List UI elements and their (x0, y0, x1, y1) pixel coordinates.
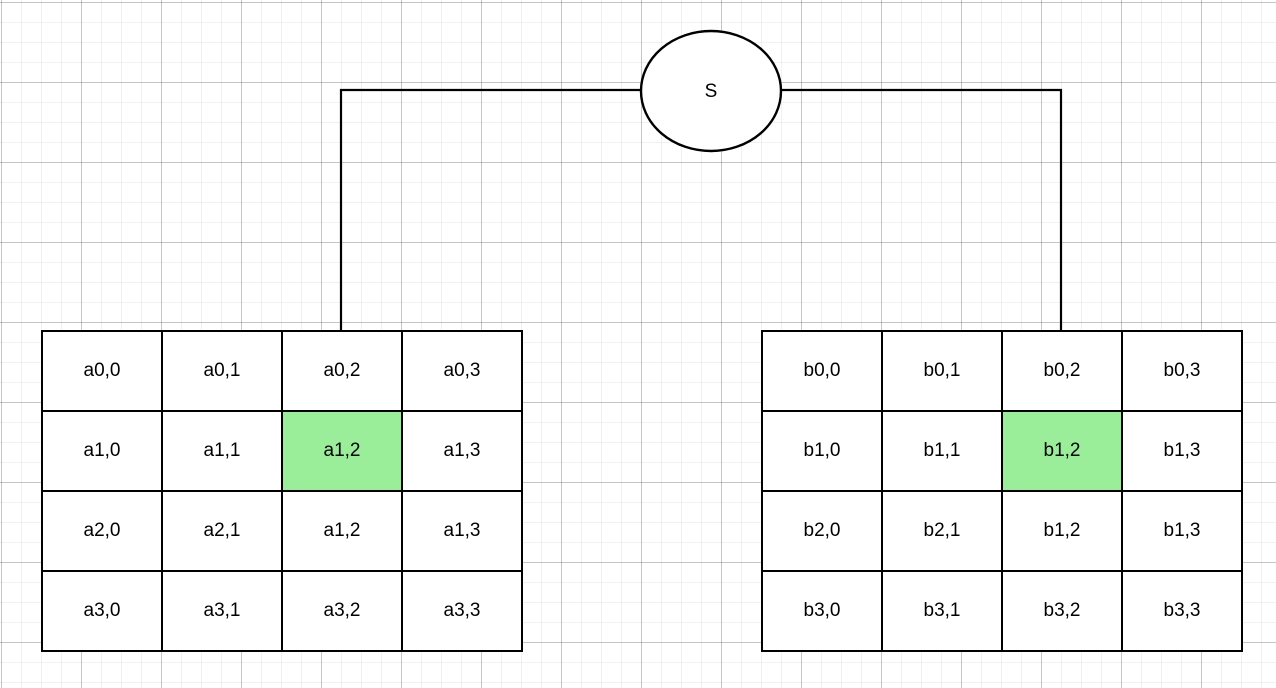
cell-b3-0[interactable]: b3,0 (761, 570, 883, 652)
table-row: b1,0 b1,1 b1,2 b1,3 (761, 410, 1243, 492)
cell-b1-0[interactable]: b1,0 (761, 410, 883, 492)
cell-a0-3[interactable]: a0,3 (401, 330, 523, 412)
cell-a3-0[interactable]: a3,0 (41, 570, 163, 652)
table-row: a2,0 a2,1 a1,2 a1,3 (41, 490, 523, 572)
cell-a2-3[interactable]: a1,3 (401, 490, 523, 572)
table-row: a1,0 a1,1 a1,2 a1,3 (41, 410, 523, 492)
cell-b1-1[interactable]: b1,1 (881, 410, 1003, 492)
cell-a3-3[interactable]: a3,3 (401, 570, 523, 652)
source-node-s[interactable] (639, 29, 783, 153)
cell-a2-1[interactable]: a2,1 (161, 490, 283, 572)
cell-b0-0[interactable]: b0,0 (761, 330, 883, 412)
cell-a1-1[interactable]: a1,1 (161, 410, 283, 492)
cell-b2-3[interactable]: b1,3 (1121, 490, 1243, 572)
table-row: b3,0 b3,1 b3,2 b3,3 (761, 570, 1243, 652)
cell-a3-1[interactable]: a3,1 (161, 570, 283, 652)
cell-a0-1[interactable]: a0,1 (161, 330, 283, 412)
cell-b0-2[interactable]: b0,2 (1001, 330, 1123, 412)
cell-b1-2-highlighted[interactable]: b1,2 (1001, 410, 1123, 492)
table-row: a3,0 a3,1 a3,2 a3,3 (41, 570, 523, 652)
cell-b2-2[interactable]: b1,2 (1001, 490, 1123, 572)
table-row: b0,0 b0,1 b0,2 b0,3 (761, 330, 1243, 412)
cell-a1-0[interactable]: a1,0 (41, 410, 163, 492)
cell-b2-0[interactable]: b2,0 (761, 490, 883, 572)
cell-a0-0[interactable]: a0,0 (41, 330, 163, 412)
cell-b3-1[interactable]: b3,1 (881, 570, 1003, 652)
cell-b0-1[interactable]: b0,1 (881, 330, 1003, 412)
cell-b3-2[interactable]: b3,2 (1001, 570, 1123, 652)
cell-a2-0[interactable]: a2,0 (41, 490, 163, 572)
cell-b3-3[interactable]: b3,3 (1121, 570, 1243, 652)
cell-b2-1[interactable]: b2,1 (881, 490, 1003, 572)
cell-a1-2-highlighted[interactable]: a1,2 (281, 410, 403, 492)
matrix-b: b0,0 b0,1 b0,2 b0,3 b1,0 b1,1 b1,2 b1,3 … (761, 330, 1243, 652)
cell-a2-2[interactable]: a1,2 (281, 490, 403, 572)
cell-b1-3[interactable]: b1,3 (1121, 410, 1243, 492)
source-node-label: S (704, 81, 718, 102)
cell-b0-3[interactable]: b0,3 (1121, 330, 1243, 412)
matrix-a: a0,0 a0,1 a0,2 a0,3 a1,0 a1,1 a1,2 a1,3 … (41, 330, 523, 652)
cell-a1-3[interactable]: a1,3 (401, 410, 523, 492)
table-row: b2,0 b2,1 b1,2 b1,3 (761, 490, 1243, 572)
cell-a3-2[interactable]: a3,2 (281, 570, 403, 652)
cell-a0-2[interactable]: a0,2 (281, 330, 403, 412)
table-row: a0,0 a0,1 a0,2 a0,3 (41, 330, 523, 412)
